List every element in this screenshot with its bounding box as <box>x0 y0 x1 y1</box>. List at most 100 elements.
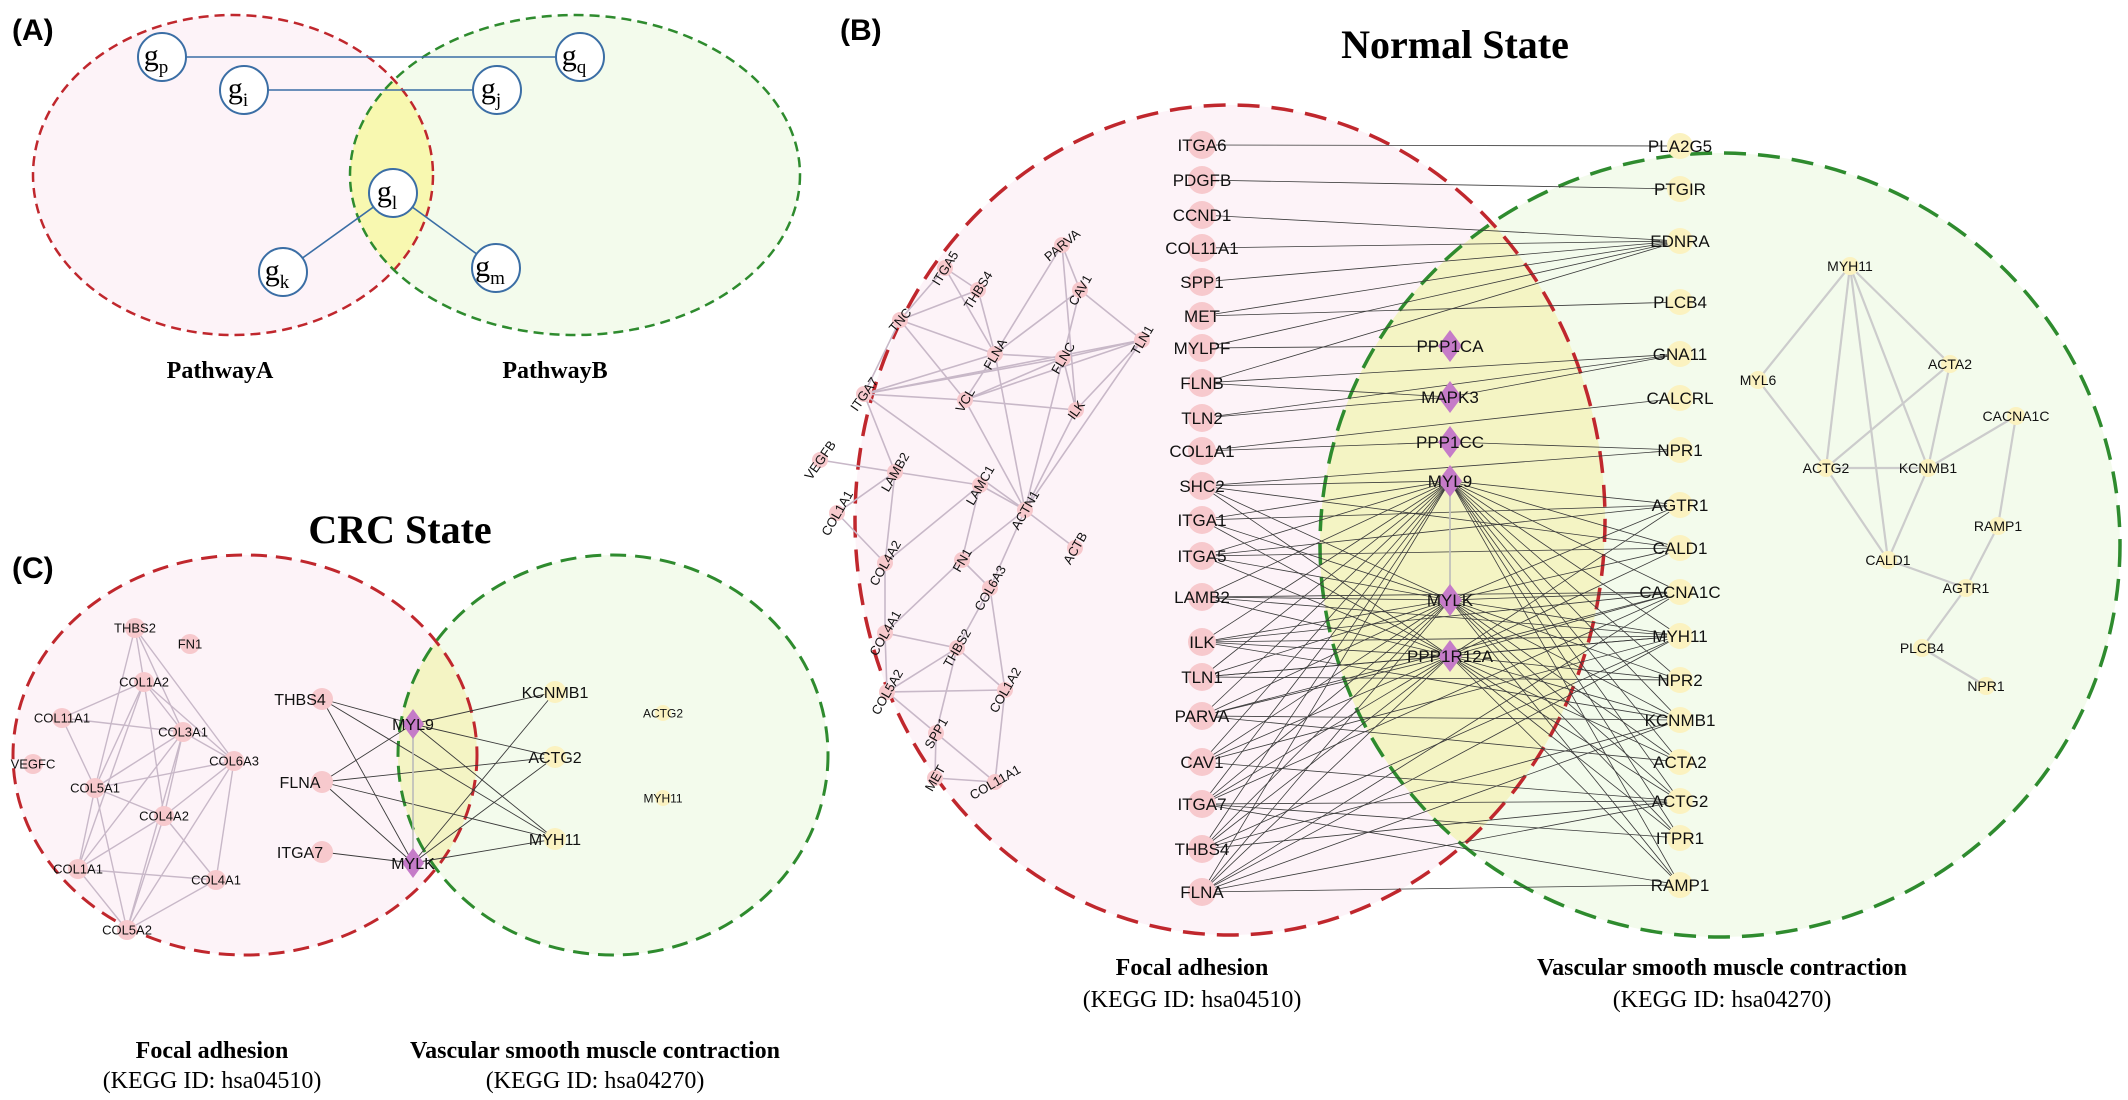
gene-node-gp: gp <box>137 32 187 82</box>
cluster-edge-tnc-itga7 <box>863 319 901 395</box>
edge-cav1-ppp1r12a <box>1201 655 1451 763</box>
edge-myl9-kcnmb1 <box>1449 480 1681 721</box>
gene-node-label: KCNMB1 <box>1899 460 1958 476</box>
gene-node-label: PARVA <box>1175 707 1230 726</box>
gene-node-label: PLCB4 <box>1653 293 1707 312</box>
cluster-edge-col4a1-col5a2 <box>884 632 888 693</box>
gene-node-label: MYH11 <box>643 791 682 805</box>
pathway-b-label: PathwayB <box>502 358 607 384</box>
gene-node-label: MYL6 <box>1740 372 1777 388</box>
gene-node-label: FLNA <box>1180 883 1224 902</box>
gene-node-marker <box>954 552 970 568</box>
cluster-edge-acta2-actg2 <box>1825 363 1951 469</box>
crc-focal-adhesion-border <box>11 553 479 957</box>
right-node-ptgir: PTGIR <box>1654 176 1706 202</box>
edge-myl9-acta2 <box>1449 480 1681 763</box>
edge-thbs4-mylk <box>1201 599 1451 850</box>
edge-lamb2-ppp1r12a <box>1201 596 1451 657</box>
crc-cluster-node-col4a2: COL4A2 <box>139 806 189 826</box>
gene-node-label: COL5A2 <box>102 923 152 938</box>
pathway-b-region <box>350 15 800 335</box>
edge-itga7-ramp1 <box>1201 803 1681 886</box>
edge-mylk-cald1 <box>1449 547 1681 601</box>
gene-node-marker <box>1667 667 1693 693</box>
right-node-itpr1: ITPR1 <box>1656 825 1704 851</box>
diamond-node-marker <box>1438 330 1462 362</box>
cluster-edge-col4a2-col5a2 <box>126 815 165 931</box>
panel-c-edges <box>321 691 556 864</box>
gene-node-marker <box>180 634 200 654</box>
cluster-edge-actg2-cald1 <box>1825 467 1889 561</box>
gene-node-marker <box>1667 749 1693 775</box>
gene-node-marker <box>829 505 845 521</box>
pathway-a-border <box>31 13 435 337</box>
edge-myl9-agtr1 <box>1449 480 1681 506</box>
left-node-parva: PARVA <box>1175 702 1230 730</box>
edge-parva-acta2 <box>1201 715 1681 763</box>
gene-node-label: CACNA1C <box>1983 408 2050 424</box>
gene-node-marker <box>85 778 105 798</box>
cluster-edge-col5a1-col5a2 <box>94 787 128 931</box>
edge-col11a1-ednra <box>1201 240 1681 249</box>
cluster-edge-actn1-actb <box>1024 509 1076 549</box>
edge-ilk-cacna1c <box>1201 591 1681 643</box>
gene-node-marker <box>1667 133 1693 159</box>
gene-node-label: THBS4 <box>274 692 326 709</box>
edge-ilk-kcnmb1 <box>1201 641 1681 721</box>
crc-shared-node-myl9: MYL9 <box>392 709 434 739</box>
pathway-a-region <box>33 15 433 335</box>
cluster-edge-tnc-flna <box>899 319 996 355</box>
gene-node-marker <box>1055 350 1071 366</box>
gene-node-marker <box>1188 369 1216 397</box>
gene-node-label: CALD1 <box>1865 552 1910 568</box>
gene-node-marker <box>1879 551 1897 569</box>
gene-node-label: EDNRA <box>1650 232 1710 251</box>
edge-mylk-myh11 <box>412 838 556 864</box>
cluster-edge-col5a1-col4a2 <box>94 787 165 817</box>
gene-node-label: CALCRL <box>1646 389 1713 408</box>
gene-node-marker <box>1188 663 1216 691</box>
cluster-edge-cacna1c-kcnmb1 <box>1927 415 2017 469</box>
crc-cluster-node-col1a1: COL1A1 <box>53 859 103 879</box>
cluster-edge-myh11-myl6 <box>1757 265 1851 381</box>
shared-node-ppp1ca: PPP1CA <box>1416 330 1484 362</box>
cluster-edge-actn1-col6a3 <box>989 509 1026 589</box>
cluster-edge-itga7-vcl <box>863 393 966 401</box>
edge-flna-actg2 <box>1201 800 1681 893</box>
gene-node-gi: gi <box>219 65 269 115</box>
gene-node-marker <box>987 774 1003 790</box>
gene-node-marker <box>1667 623 1693 649</box>
gene-node-marker <box>1957 579 1975 597</box>
gene-node-marker <box>134 672 154 692</box>
vascular-border <box>1318 151 2122 939</box>
edge-tln1-npr2 <box>1201 676 1681 681</box>
edge-myl9-ramp1 <box>1449 480 1681 886</box>
gene-node-marker <box>1667 535 1693 561</box>
gene-node-marker <box>52 708 72 728</box>
edge-itga7-myl9 <box>1201 480 1451 805</box>
gene-node-circle <box>472 65 522 115</box>
shared-node-myl9: MYL9 <box>1428 465 1472 497</box>
edge-lamb2-myh11 <box>1201 596 1681 637</box>
edge-thbs4-mylk <box>321 698 414 864</box>
right-node-npr2: NPR2 <box>1657 667 1703 693</box>
gene-node-label: FN1 <box>178 637 203 652</box>
panel-c-left-kegg-id: (KEGG ID: hsa04510) <box>103 1068 322 1094</box>
cluster-edge-tnc-vcl <box>899 319 966 401</box>
gene-node-label: PPP1CC <box>1416 433 1484 452</box>
diamond-node-marker <box>1438 426 1462 458</box>
gene-node-label: MYH11 <box>1827 258 1873 274</box>
edge-flna-mylk <box>1201 599 1451 893</box>
edge-flna-cacna1c <box>1201 591 1681 893</box>
panel-b-right-kegg-id: (KEGG ID: hsa04270) <box>1613 987 1832 1013</box>
gene-node-label: COL11A1 <box>34 711 90 726</box>
cluster-edge-flnc-actn1 <box>1024 357 1064 511</box>
edge-itga5-ppp1r12a <box>1201 555 1451 657</box>
gene-node-label: COL5A1 <box>70 781 120 796</box>
gene-node-label: COL1A1 <box>53 862 103 877</box>
edge-cav1-myh11 <box>1201 635 1681 763</box>
edge-thbs4-kcnmb1 <box>1201 719 1681 850</box>
edge-mylk-acta2 <box>1449 599 1681 763</box>
gene-node-marker <box>655 790 671 806</box>
